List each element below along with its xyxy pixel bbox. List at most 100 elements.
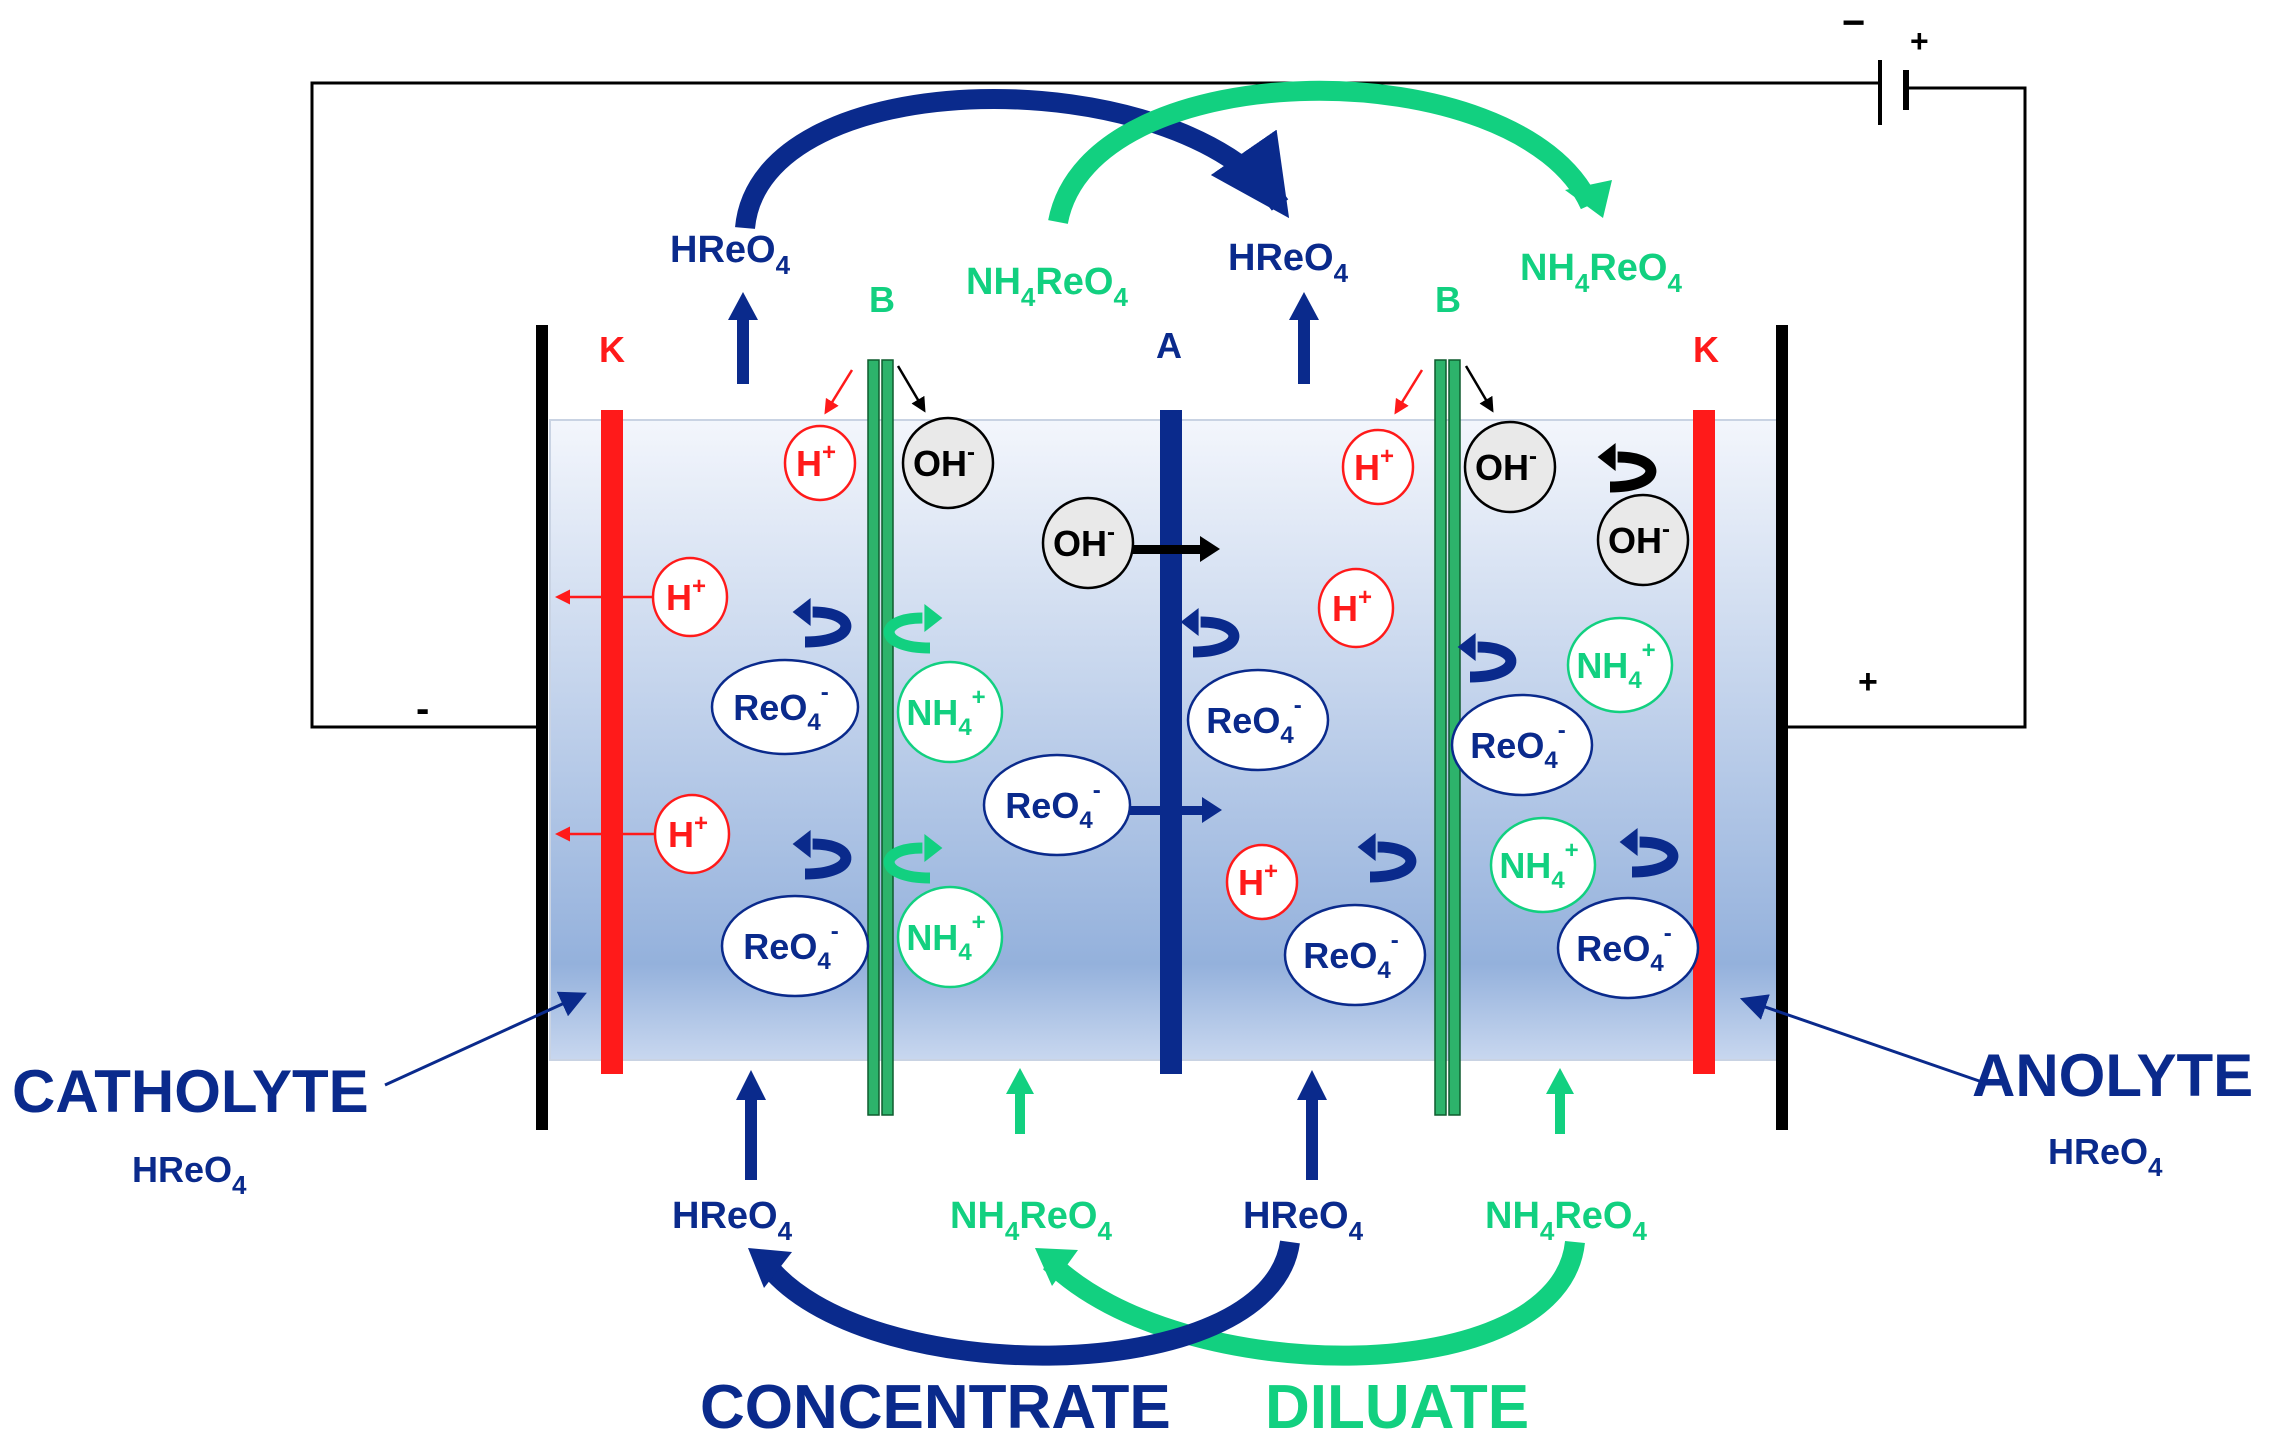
battery-minus-sign: − (1842, 1, 1865, 45)
inlet-hreo4-right: HReO4 (1243, 1195, 1364, 1246)
catholyte-label: CATHOLYTE (12, 1058, 369, 1125)
h-plus-label: H+ (1238, 858, 1278, 903)
h-plus-label: H+ (668, 810, 708, 855)
reo4-minus-ion-bubble: ReO4- (720, 894, 870, 998)
inlet-hreo4-left: HReO4 (672, 1195, 793, 1246)
anode-sign: + (1858, 663, 1878, 701)
ion-circle (1556, 896, 1700, 1000)
nh4-plus-label: NH4+ (906, 909, 985, 966)
catholyte-species: HReO4 (132, 1149, 247, 1200)
reo4-minus-label: ReO4- (733, 679, 828, 736)
reo4-minus-label: ReO4- (1206, 692, 1301, 749)
ion-circle (901, 416, 995, 510)
recirc-arrow-top-green (1048, 80, 1600, 225)
ion-circle (1041, 496, 1135, 590)
oh-minus-ion-bubble: OH- (901, 416, 995, 510)
ion-circle (1596, 493, 1690, 587)
ion-circle (982, 753, 1132, 857)
outlet-nh4reo4-left: NH4ReO4 (966, 261, 1129, 312)
recirc-arrow-bottom-green (1042, 1240, 1585, 1366)
oh-minus-label: OH- (1608, 516, 1670, 561)
ion-circle (1463, 420, 1557, 514)
flow-arrow-up-top-left (728, 292, 758, 384)
reo4-minus-label: ReO4- (1005, 777, 1100, 834)
ion-circle (1225, 843, 1299, 921)
curved-return-arrow (1180, 608, 1240, 658)
reo4-minus-ion-bubble: ReO4- (982, 753, 1132, 857)
outlet-hreo4-right: HReO4 (1228, 237, 1349, 288)
inlet-nh4reo4-left: NH4ReO4 (950, 1195, 1113, 1246)
membrane-label-a-center: A (1156, 325, 1182, 366)
ion-circle (1450, 693, 1594, 797)
oh-minus-ion-bubble: OH- (1041, 496, 1135, 590)
h-plus-label: H+ (1332, 584, 1372, 629)
h-plus-ion-bubble: H+ (1317, 567, 1395, 649)
h-plus-label: H+ (1354, 443, 1394, 488)
flow-arrow-up-bottom-navy-left (736, 1070, 766, 1180)
reo4-transport-arrow (1115, 797, 1222, 823)
outlet-hreo4-left: HReO4 (670, 229, 791, 280)
h-plus-ion-bubble: H+ (1225, 843, 1299, 921)
ion-circle (710, 658, 860, 756)
reo4-minus-ion-bubble: ReO4- (1556, 896, 1700, 1000)
nh4-plus-ion-bubble: NH4+ (1566, 616, 1674, 714)
recirc-arrow-top-green-head (1565, 180, 1612, 218)
h-plus-ion-bubble: H+ (783, 424, 857, 502)
ion-circle (1317, 567, 1395, 649)
ion-circle (651, 556, 729, 638)
h-plus-label: H+ (666, 573, 706, 618)
flow-arrow-up-bottom-green-right (1546, 1068, 1574, 1134)
ion-circle (783, 424, 857, 502)
concentrate-label: CONCENTRATE (700, 1373, 1171, 1442)
curved-return-arrow (883, 834, 943, 884)
bpm-left-h-arrow (824, 369, 854, 415)
membrane-label-k-left: K (599, 329, 625, 370)
recirc-arrow-bottom-navy (756, 1240, 1300, 1366)
oh-minus-ion-bubble: OH- (1596, 493, 1690, 587)
ion-circle (896, 885, 1004, 989)
reo4-minus-ion-bubble: ReO4- (710, 658, 860, 756)
reo4-minus-ion-bubble: ReO4- (1450, 693, 1594, 797)
oh-minus-label: OH- (1475, 443, 1537, 488)
nh4-plus-ion-bubble: NH4+ (896, 885, 1004, 989)
nh4-plus-label: NH4+ (906, 684, 985, 741)
ion-circle (1489, 816, 1597, 914)
curved-return-arrow (1457, 633, 1517, 683)
curved-return-arrow (1357, 833, 1417, 883)
bpm-left-oh-arrow (896, 365, 926, 413)
h-plus-ion-bubble: H+ (1341, 428, 1415, 506)
curved-return-arrow (883, 604, 943, 654)
oh-transport-arrow (1125, 536, 1220, 562)
reo4-minus-ion-bubble: ReO4- (1186, 668, 1330, 772)
reo4-minus-label: ReO4- (1303, 927, 1398, 984)
battery-plus-sign: + (1910, 23, 1929, 59)
ion-circle (1283, 903, 1427, 1007)
flow-arrow-up-bottom-green-left (1006, 1068, 1034, 1134)
reo4-minus-label: ReO4- (743, 918, 838, 975)
oh-minus-label: OH- (1053, 519, 1115, 564)
curved-return-arrow (792, 598, 852, 648)
bipolar-membrane-left (867, 359, 894, 1116)
recirc-arrow-top-navy (735, 89, 1290, 230)
flow-arrow-up-top-right (1289, 292, 1319, 384)
h-plus-ion-bubble: H+ (653, 793, 731, 875)
ion-circle (1341, 428, 1415, 506)
anolyte-label: ANOLYTE (1972, 1042, 2253, 1109)
bpm-right-oh-arrow (1464, 365, 1494, 413)
anolyte-pointer (1739, 994, 1986, 1085)
oh-minus-ion-bubble: OH- (1463, 420, 1557, 514)
ion-circle (1186, 668, 1330, 772)
blocked-ion-arrows (792, 443, 1679, 884)
anion-membrane-center (1160, 410, 1182, 1074)
flow-arrow-up-bottom-navy-right (1297, 1070, 1327, 1180)
nh4-plus-ion-bubble: NH4+ (1489, 816, 1597, 914)
diluate-label: DILUATE (1265, 1373, 1529, 1442)
reo4-minus-label: ReO4- (1576, 920, 1671, 977)
nh4-plus-ion-bubble: NH4+ (896, 660, 1004, 764)
recirc-arrow-bottom-navy-head (748, 1248, 792, 1288)
bpm-right-h-arrow (1394, 369, 1424, 415)
membrane-label-b-right: B (1435, 279, 1461, 320)
h-plus-ion-bubble: H+ (651, 556, 729, 638)
